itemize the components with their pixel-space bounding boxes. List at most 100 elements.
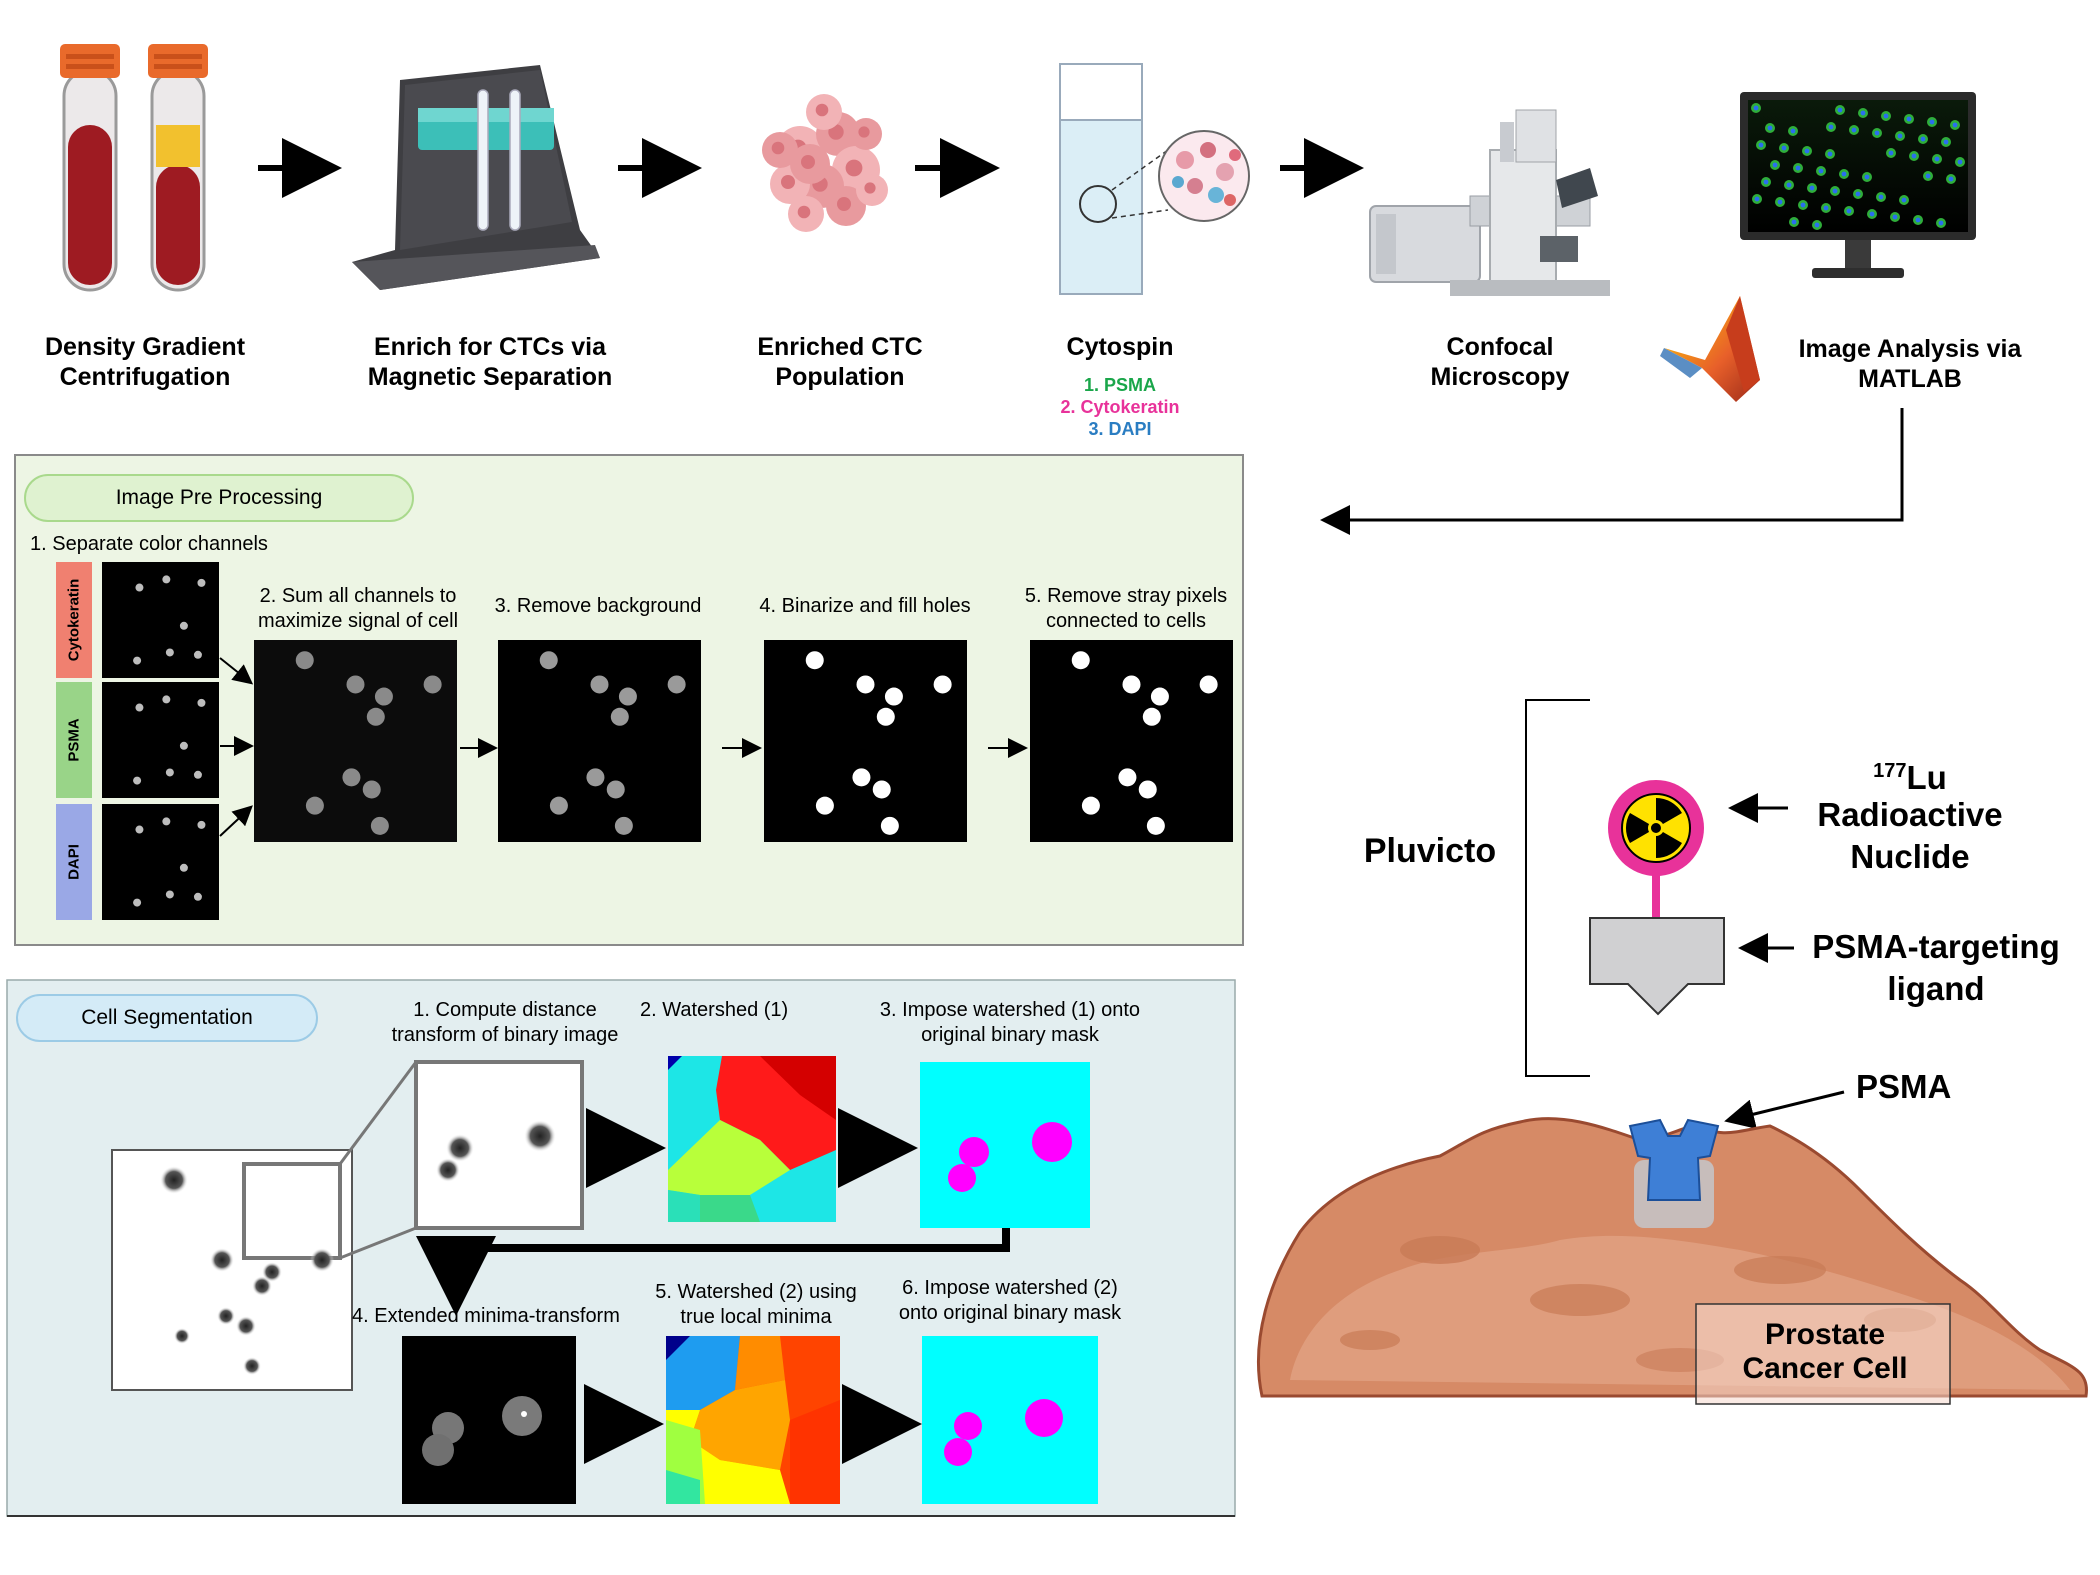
monitor-nucleus [1754, 196, 1760, 202]
monitor-nucleus [1786, 182, 1792, 188]
processed-cell [933, 675, 952, 694]
watershed-1-image [668, 1056, 836, 1222]
psma-receptor-icon [1628, 1118, 1720, 1228]
processed-cell [876, 707, 895, 726]
monitor-nucleus [1795, 165, 1801, 171]
distance-blob [524, 1120, 556, 1152]
preproc-step-2: 2. Sum all channels to maximize signal o… [257, 585, 459, 632]
processed-cell [370, 816, 389, 835]
mask-2-image [922, 1336, 1098, 1504]
channel-label-cytokeratin: Cytokeratin [56, 562, 92, 678]
monitor-nucleus [1938, 220, 1944, 226]
monitor-nucleus [1781, 145, 1787, 151]
processed-cell [1071, 651, 1090, 670]
monitor-nucleus [1855, 191, 1861, 197]
monitor-nucleus [1864, 174, 1870, 180]
channel-cell [133, 898, 142, 907]
processed-cell [1118, 768, 1137, 787]
monitor-nucleus [1888, 150, 1894, 156]
ctc-nucleus [858, 126, 870, 138]
matlab-logo-icon [1660, 296, 1760, 402]
processed-cell [872, 780, 891, 799]
ctc-nucleus [801, 155, 815, 169]
elbow-arrow [416, 1228, 1010, 1316]
channel-cell [165, 890, 174, 899]
seg-step-2: 2. Watershed (1) [640, 999, 789, 1021]
processed-cell [342, 768, 361, 787]
magnetic-separator-icon [352, 65, 600, 290]
channel-cell [165, 768, 174, 777]
channel-cell [197, 820, 206, 829]
cytospin-slide-icon [1059, 63, 1250, 295]
monitor-nucleus [1869, 211, 1875, 217]
monitor-nucleus [1814, 222, 1820, 228]
channel-arrow [219, 805, 253, 837]
seg-step-5: 5. Watershed (2) using true local minima [655, 1281, 857, 1328]
channel-cell [162, 575, 171, 584]
processed-cell [884, 687, 903, 706]
distance-blob [236, 1316, 256, 1336]
ctc-nucleus [864, 182, 876, 194]
processed-cell [805, 651, 824, 670]
processed-cell [346, 675, 365, 694]
channel-cell [133, 776, 142, 785]
sum-image [254, 640, 457, 842]
monitor-nucleus [1911, 153, 1917, 159]
seg-step-1: 1. Compute distance transform of binary … [391, 999, 619, 1046]
isotope-label: 177Lu [1873, 759, 1947, 796]
distance-blob [210, 1248, 234, 1272]
channel-cell [197, 578, 206, 587]
step-label-cytospin: Cytospin [1066, 333, 1174, 361]
ctc-nucleus [815, 103, 829, 117]
monitor-nucleus [1934, 156, 1940, 162]
processed-cell [614, 816, 633, 835]
monitor-nucleus [1892, 214, 1898, 220]
channel-cell [179, 741, 188, 750]
processed-cell [1199, 675, 1218, 694]
processed-cell [374, 687, 393, 706]
channel-cell [179, 621, 188, 630]
extended-minima-image [402, 1336, 576, 1504]
monitor-nucleus [1837, 107, 1843, 113]
monitor-nucleus [1828, 124, 1834, 130]
processed-cell [852, 768, 871, 787]
channel-cell [165, 648, 174, 657]
monitor-nucleus [1943, 139, 1949, 145]
receptor-label: PSMA [1856, 1068, 1952, 1105]
processed-cell [610, 707, 629, 726]
segmentation-title: Cell Segmentation [16, 994, 318, 1042]
seg-step-6: 6. Impose watershed (2) onto original bi… [898, 1277, 1122, 1324]
confocal-microscope-icon [1369, 109, 1610, 296]
ctc-nucleus [828, 124, 844, 140]
monitor-icon [1740, 92, 1976, 278]
step-label-image-analysis: Image Analysis via MATLAB [1798, 335, 2022, 393]
monitor-nucleus [1823, 205, 1829, 211]
channel-label-dapi: DAPI [56, 804, 92, 920]
stain-cytokeratin: 2. Cytokeratin [1060, 397, 1180, 417]
watershed-2-image [666, 1336, 840, 1504]
preproc-step-5: 5. Remove stray pixels connected to cell… [1024, 585, 1228, 632]
distance-zoom-image [414, 1060, 584, 1230]
stain-psma: 1. PSMA [1083, 375, 1157, 395]
monitor-nucleus [1878, 194, 1884, 200]
pluvicto-label: Pluvicto [1363, 832, 1497, 870]
step-label-enriched-population: Enriched CTC Population [757, 333, 923, 391]
pluvicto-bracket [1525, 699, 1590, 1077]
step-label-confocal: Confocal Microscopy [1430, 333, 1570, 391]
distance-blob [252, 1276, 272, 1296]
stain-dapi: 3. DAPI [1088, 419, 1152, 439]
monitor-nucleus [1827, 151, 1833, 157]
clean-binary-image [1030, 640, 1233, 842]
monitor-nucleus [1948, 176, 1954, 182]
monitor-nucleus [1952, 122, 1958, 128]
monitor-nucleus [1809, 185, 1815, 191]
processed-cell [667, 675, 686, 694]
distance-blob [217, 1307, 235, 1325]
ctc-nucleus [837, 197, 851, 211]
ctc-nucleus [797, 205, 811, 219]
monitor-nucleus [1851, 127, 1857, 133]
channel-cell [162, 695, 171, 704]
channel-cell [193, 770, 202, 779]
monitor-nucleus [1846, 208, 1852, 214]
processed-cell [549, 796, 568, 815]
